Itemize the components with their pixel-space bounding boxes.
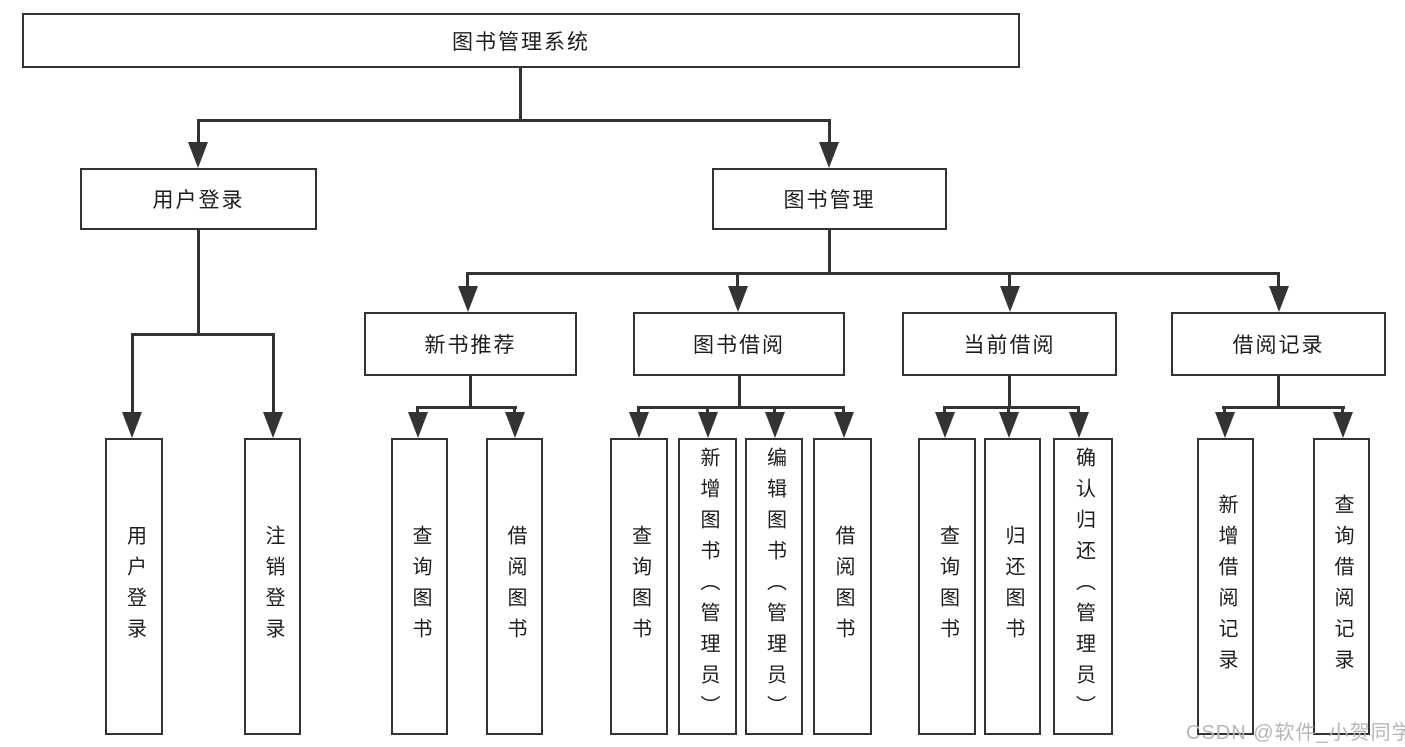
node-borrow-record: 借阅记录 [1171, 312, 1386, 376]
connector-line [736, 272, 739, 288]
connector-line [131, 333, 134, 415]
arrow-down-icon [819, 142, 839, 168]
arrow-down-icon [698, 412, 718, 438]
node-new-book-recommend: 新书推荐 [364, 312, 577, 376]
connector-line [513, 406, 516, 415]
connector-line [466, 272, 469, 288]
connector-line [706, 406, 709, 415]
arrow-down-icon [505, 412, 525, 438]
connector-line [1008, 272, 1011, 288]
connector-line [519, 66, 522, 122]
connector-line [1222, 406, 1345, 409]
connector-line [637, 406, 640, 415]
leaf-edit-book-admin: 编辑图书（管理员） [745, 438, 803, 735]
connector-line [1277, 376, 1280, 408]
arrow-down-icon [1269, 286, 1289, 312]
connector-line [1007, 406, 1010, 415]
arrow-down-icon [728, 286, 748, 312]
connector-line [1277, 272, 1280, 288]
leaf-label: 新增图书（管理员） [697, 447, 719, 726]
connector-line [842, 406, 845, 415]
arrow-down-icon [834, 412, 854, 438]
arrow-down-icon [1069, 412, 1089, 438]
leaf-label: 编辑图书（管理员） [763, 447, 786, 726]
connector-line [828, 119, 831, 144]
leaf-user-login: 用户登录 [105, 438, 163, 735]
leaf-label: 查询借阅记录 [1331, 493, 1353, 680]
connector-line [469, 376, 472, 408]
connector-line [197, 119, 831, 122]
node-book-management: 图书管理 [712, 168, 947, 230]
leaf-label: 借阅图书 [832, 524, 854, 649]
node-root-library-system: 图书管理系统 [22, 13, 1020, 68]
leaf-label: 新增借阅记录 [1215, 493, 1237, 680]
leaf-query-borrow-record: 查询借阅记录 [1313, 438, 1370, 735]
node-current-borrow: 当前借阅 [902, 312, 1117, 376]
connector-line [1223, 406, 1226, 415]
connector-line [197, 230, 200, 336]
leaf-label: 查询图书 [409, 524, 431, 649]
leaf-query-book-current: 查询图书 [918, 438, 976, 735]
leaf-label: 用户登录 [123, 524, 146, 649]
leaf-label: 查询图书 [628, 524, 651, 649]
leaf-query-book-recommend: 查询图书 [391, 438, 448, 735]
arrow-down-icon [188, 142, 208, 168]
arrow-down-icon [408, 412, 428, 438]
connector-line [197, 119, 200, 144]
connector-line [1008, 376, 1011, 408]
leaf-confirm-return-admin: 确认归还（管理员） [1053, 438, 1113, 735]
connector-line [943, 406, 1080, 409]
connector-line [1077, 406, 1080, 415]
arrow-down-icon [458, 286, 478, 312]
arrow-down-icon [999, 412, 1019, 438]
connector-line [131, 333, 275, 336]
connector-line [466, 272, 1280, 275]
leaf-query-book-borrow: 查询图书 [610, 438, 668, 735]
connector-line [416, 406, 517, 409]
leaf-label: 归还图书 [1002, 524, 1024, 649]
csdn-watermark: CSDN @软件_小贺同学 [1186, 722, 1405, 744]
arrow-down-icon [935, 412, 955, 438]
node-user-login: 用户登录 [80, 168, 317, 230]
leaf-label: 查询图书 [936, 524, 959, 649]
leaf-add-borrow-record: 新增借阅记录 [1197, 438, 1254, 735]
leaf-label: 注销登录 [262, 524, 284, 649]
connector-line [773, 406, 776, 415]
arrow-down-icon [1000, 286, 1020, 312]
arrow-down-icon [1333, 412, 1353, 438]
leaf-label: 借阅图书 [504, 524, 526, 649]
arrow-down-icon [765, 412, 785, 438]
leaf-borrow-book-recommend: 借阅图书 [486, 438, 543, 735]
leaf-logout: 注销登录 [244, 438, 301, 735]
leaf-add-book-admin: 新增图书（管理员） [678, 438, 737, 735]
node-book-borrow: 图书借阅 [633, 312, 845, 376]
leaf-return-book: 归还图书 [984, 438, 1041, 735]
connector-line [637, 406, 845, 409]
arrow-down-icon [629, 412, 649, 438]
connector-line [1341, 406, 1344, 415]
connector-line [272, 333, 275, 415]
arrow-down-icon [122, 412, 142, 438]
connector-line [943, 406, 946, 415]
arrow-down-icon [1215, 412, 1235, 438]
leaf-label: 确认归还（管理员） [1072, 447, 1095, 726]
connector-line [416, 406, 419, 415]
connector-line [828, 230, 831, 275]
connector-line [738, 376, 741, 408]
leaf-borrow-book: 借阅图书 [813, 438, 872, 735]
arrow-down-icon [263, 412, 283, 438]
